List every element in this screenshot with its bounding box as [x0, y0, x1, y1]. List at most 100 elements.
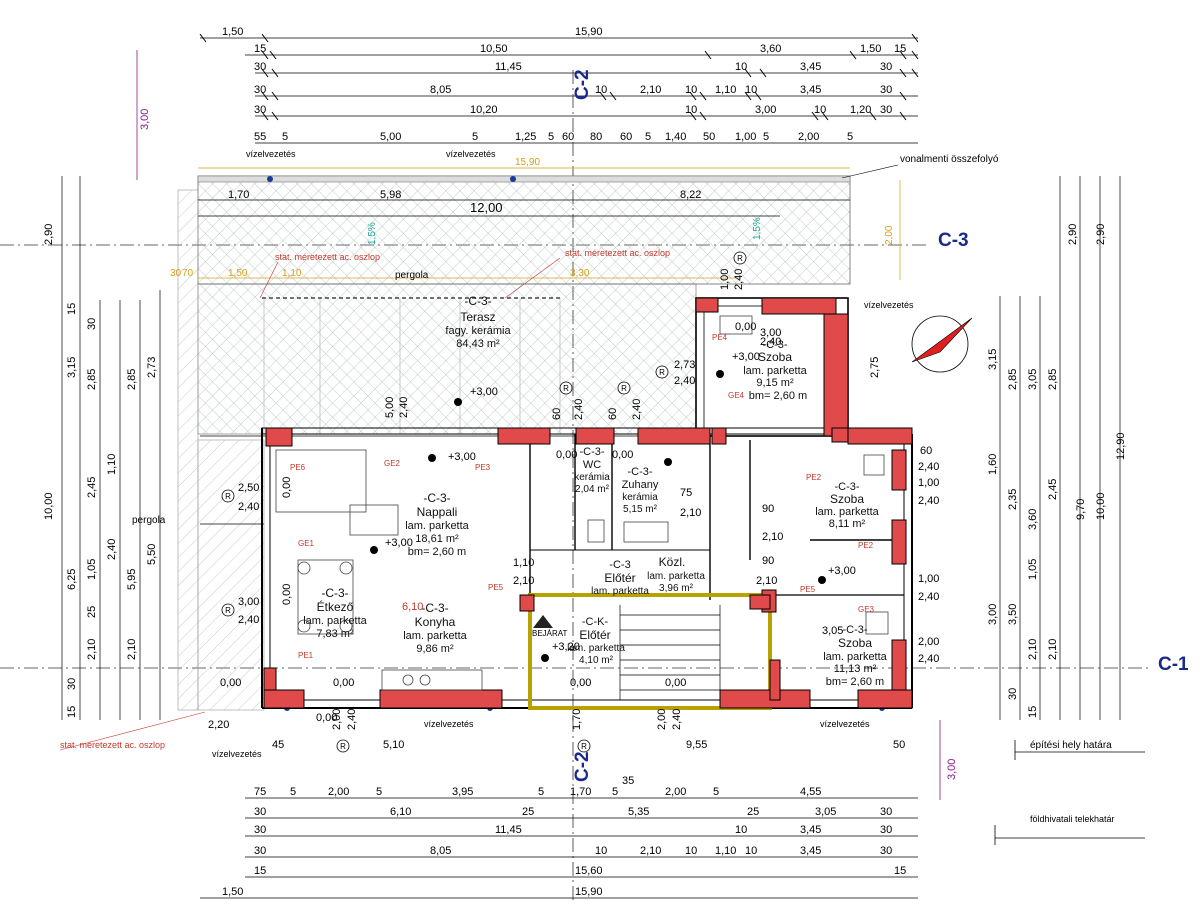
- terrace-yellow-dims: 15,90 30 70 1,50 1,10 3,30 2,00: [170, 157, 901, 280]
- svg-text:3,96 m²: 3,96 m²: [659, 583, 694, 594]
- svg-text:5: 5: [645, 131, 651, 143]
- svg-text:vízelvezetés: vízelvezetés: [446, 149, 496, 159]
- room-szoba-3: -C-3- Szoba lam. parketta 11,13 m² bm= 2…: [823, 624, 887, 688]
- svg-text:2,00: 2,00: [798, 131, 819, 143]
- svg-text:3,95: 3,95: [452, 786, 473, 798]
- svg-text:2,10: 2,10: [762, 531, 783, 543]
- svg-text:-C-3-: -C-3-: [842, 624, 867, 636]
- svg-text:PE5: PE5: [800, 585, 816, 594]
- svg-text:1,10: 1,10: [715, 845, 736, 857]
- svg-text:Közl.: Közl.: [659, 555, 686, 569]
- svg-text:3,00: 3,00: [139, 109, 151, 130]
- room-szoba-2: -C-3- Szoba lam. parketta 8,11 m²: [815, 481, 879, 530]
- pergola-label-left: pergola: [132, 515, 166, 526]
- right-dimension-lines: [999, 176, 1121, 720]
- svg-text:lam. parketta: lam. parketta: [743, 365, 807, 377]
- svg-text:Étkező: Étkező: [317, 599, 354, 614]
- svg-text:1,70: 1,70: [228, 189, 249, 201]
- svg-text:+3,00: +3,00: [385, 537, 413, 549]
- svg-text:10: 10: [685, 84, 697, 96]
- building-boundary-note: építési hely határa földhivatali telekha…: [994, 740, 1145, 845]
- svg-text:30: 30: [254, 845, 266, 857]
- svg-text:2,45: 2,45: [86, 477, 98, 498]
- svg-text:0,00: 0,00: [612, 449, 633, 461]
- svg-text:10: 10: [745, 84, 757, 96]
- svg-text:5,95: 5,95: [126, 569, 138, 590]
- svg-text:5: 5: [713, 786, 719, 798]
- bottom-dimension-lines: [200, 797, 918, 899]
- entrance-marker: BEJÁRAT: [532, 615, 568, 638]
- svg-text:+3,00: +3,00: [470, 386, 498, 398]
- svg-text:kerámia: kerámia: [574, 472, 610, 483]
- svg-text:30: 30: [880, 806, 892, 818]
- svg-text:2,90: 2,90: [43, 224, 55, 245]
- svg-text:PE2: PE2: [858, 541, 874, 550]
- svg-text:lam. parketta: lam. parketta: [823, 651, 887, 663]
- svg-text:3,00: 3,00: [238, 596, 259, 608]
- svg-text:30: 30: [880, 84, 892, 96]
- svg-text:2,73: 2,73: [146, 357, 158, 378]
- room-szoba-1: -C-3- Szoba lam. parketta 9,15 m² bm= 2,…: [743, 339, 807, 402]
- svg-text:C-2: C-2: [572, 69, 593, 100]
- svg-text:15: 15: [894, 865, 906, 877]
- svg-text:1,00: 1,00: [719, 269, 731, 290]
- svg-text:3,00: 3,00: [760, 327, 781, 339]
- svg-text:2,00: 2,00: [331, 709, 343, 730]
- svg-text:30: 30: [880, 824, 892, 836]
- svg-text:WC: WC: [583, 459, 601, 471]
- svg-text:-C-3-: -C-3-: [423, 491, 450, 505]
- svg-text:lam. parketta: lam. parketta: [815, 506, 879, 518]
- svg-text:2,40: 2,40: [760, 336, 781, 348]
- svg-text:6,10: 6,10: [390, 806, 411, 818]
- svg-text:5,50: 5,50: [146, 544, 158, 565]
- column-notes: stat. méretezett ac. oszlop stat. mérete…: [59, 248, 670, 751]
- svg-text:kerámia: kerámia: [622, 492, 658, 503]
- svg-text:3,45: 3,45: [800, 845, 821, 857]
- svg-text:0,00: 0,00: [333, 677, 354, 689]
- svg-text:+3,00: +3,00: [732, 351, 760, 363]
- section-c1: C-1: [0, 654, 1189, 675]
- svg-text:50: 50: [703, 131, 715, 143]
- svg-text:10: 10: [814, 104, 826, 116]
- svg-text:3,15: 3,15: [66, 357, 78, 378]
- svg-text:4,55: 4,55: [800, 786, 821, 798]
- svg-text:10,00: 10,00: [1095, 492, 1107, 520]
- svg-text:PE6: PE6: [290, 463, 306, 472]
- svg-text:1,10: 1,10: [106, 454, 118, 475]
- svg-text:9,86 m²: 9,86 m²: [416, 643, 454, 655]
- svg-text:vízelvezetés: vízelvezetés: [864, 300, 914, 310]
- svg-text:3,60: 3,60: [1027, 509, 1039, 530]
- svg-text:84,43 m²: 84,43 m²: [456, 338, 500, 350]
- svg-text:6,10: 6,10: [402, 601, 423, 613]
- svg-text:2,40: 2,40: [573, 399, 585, 420]
- section-c2-bottom: C-2: [572, 751, 593, 782]
- svg-text:5: 5: [376, 786, 382, 798]
- room-wc: -C-3- WC kerámia 2,04 m²: [574, 446, 610, 495]
- svg-text:18,61 m²: 18,61 m²: [415, 533, 459, 545]
- level-crosshairs: [370, 370, 826, 662]
- svg-text:bm= 2,60 m: bm= 2,60 m: [749, 390, 807, 402]
- svg-text:30: 30: [66, 678, 78, 690]
- svg-text:3,05: 3,05: [815, 806, 836, 818]
- svg-text:lam. parketta: lam. parketta: [405, 520, 469, 532]
- interior-dims: 5,00 2,40 60 2,40 60 2,40 2,73 2,40 1,00…: [208, 269, 939, 751]
- svg-text:5,15 m²: 5,15 m²: [623, 504, 658, 515]
- svg-text:5: 5: [282, 131, 288, 143]
- svg-text:75: 75: [254, 786, 266, 798]
- svg-text:3,45: 3,45: [800, 824, 821, 836]
- svg-text:2,04 m²: 2,04 m²: [575, 484, 610, 495]
- svg-text:-C-3-: -C-3-: [579, 446, 604, 458]
- svg-text:6,25: 6,25: [66, 569, 78, 590]
- svg-text:9,70: 9,70: [1075, 499, 1087, 520]
- svg-text:lam. parketta: lam. parketta: [591, 586, 649, 597]
- svg-text:R: R: [563, 384, 569, 393]
- svg-text:-C-3-: -C-3-: [321, 586, 348, 600]
- svg-text:0,00: 0,00: [570, 677, 591, 689]
- svg-text:vonalmenti összefolyó: vonalmenti összefolyó: [900, 154, 999, 165]
- svg-text:30: 30: [254, 104, 266, 116]
- svg-text:5,98: 5,98: [380, 189, 401, 201]
- svg-text:10: 10: [735, 61, 747, 73]
- svg-text:15: 15: [66, 303, 78, 315]
- svg-text:60: 60: [551, 408, 563, 420]
- svg-text:lam. parketta: lam. parketta: [303, 615, 367, 627]
